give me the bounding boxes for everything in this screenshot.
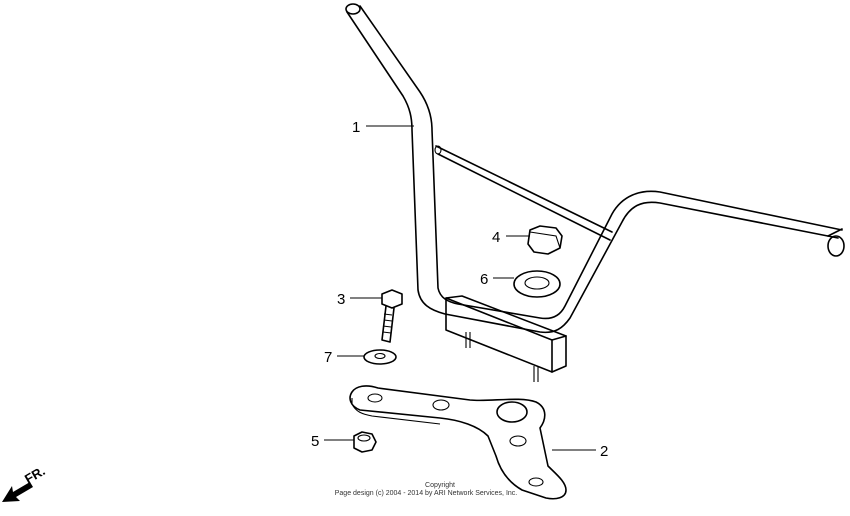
callout-3: 3 [337, 291, 345, 308]
bracket-plate-2 [349, 385, 567, 500]
washer-6 [513, 270, 561, 298]
copyright-line-1: Copyright [425, 482, 455, 489]
arrow-front-icon [2, 482, 33, 502]
front-label: FR. [22, 463, 48, 486]
washer-7 [363, 349, 397, 365]
callout-5: 5 [311, 433, 319, 450]
callout-2: 2 [600, 443, 608, 460]
nut-4 [527, 225, 563, 255]
handlebar [345, 3, 845, 334]
nut-5 [353, 431, 377, 453]
bolt-3 [381, 289, 403, 343]
callout-7: 7 [324, 349, 332, 366]
callout-6: 6 [480, 271, 488, 288]
callout-4: 4 [492, 229, 500, 246]
callout-1: 1 [352, 119, 360, 136]
front-indicator: FR. [2, 463, 48, 502]
copyright-line-2: Page design (c) 2004 - 2014 by ARI Netwo… [335, 490, 518, 497]
bar-mount-bracket [445, 295, 567, 382]
